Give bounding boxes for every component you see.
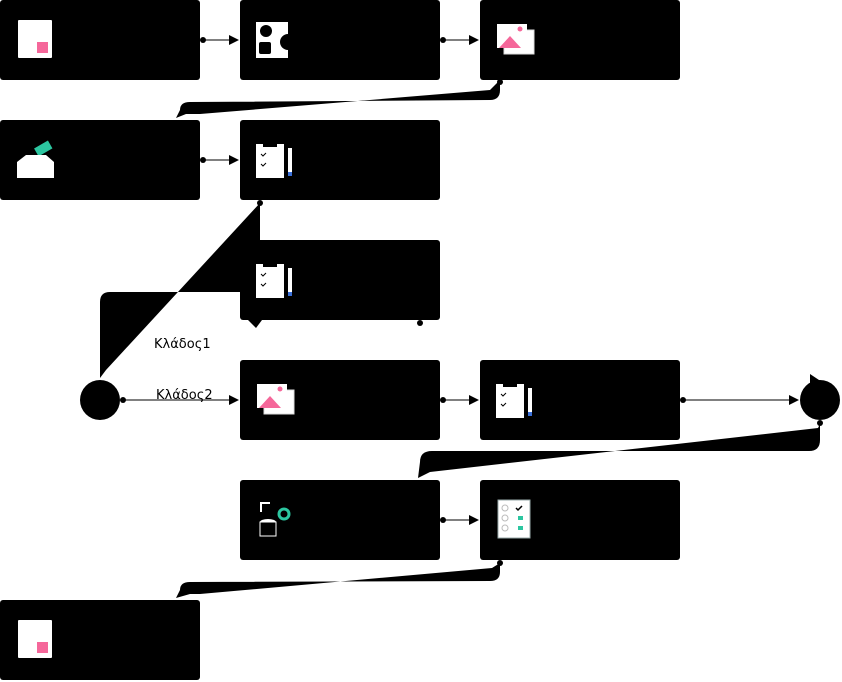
document-icon (18, 20, 52, 58)
branch-label-1: Κλάδος1 (154, 337, 211, 352)
edge-g2-n9 (418, 424, 820, 478)
clipboard-icon (496, 382, 532, 418)
step-node-11[interactable] (0, 600, 200, 680)
image-icon (497, 24, 535, 55)
step-node-2[interactable] (240, 0, 440, 80)
edge-n6-tail (248, 320, 262, 328)
database-icon (259, 502, 291, 537)
step-node-4[interactable] (0, 120, 200, 200)
step-node-3[interactable] (480, 0, 680, 80)
edge-n3-n4 (176, 80, 500, 118)
branch-label-2: Κλάδος2 (156, 388, 213, 403)
edge-start-dot (497, 79, 503, 85)
step-node-9[interactable] (240, 480, 440, 560)
step-node-1[interactable] (0, 0, 200, 80)
checklist-icon (497, 499, 531, 539)
gateway-merge-marker (810, 374, 822, 388)
edge-start-dot (817, 420, 823, 426)
gateway-merge[interactable] (800, 380, 840, 420)
step-node-10[interactable] (480, 480, 680, 560)
document-icon (18, 620, 52, 658)
step-node-6[interactable] (240, 240, 440, 320)
step-node-7[interactable] (240, 360, 440, 440)
step-node-5[interactable] (240, 120, 440, 200)
gateway-split[interactable] (80, 380, 120, 420)
clipboard-icon (256, 262, 292, 298)
inbox-icon (17, 140, 54, 178)
edge-n5-g1 (100, 203, 260, 378)
clipboard-icon (256, 142, 292, 178)
shapes-icon (256, 22, 296, 58)
edge-n10-n11 (176, 563, 500, 598)
edge-end-dot (417, 320, 423, 326)
image-icon (257, 384, 295, 415)
step-node-8[interactable] (480, 360, 680, 440)
